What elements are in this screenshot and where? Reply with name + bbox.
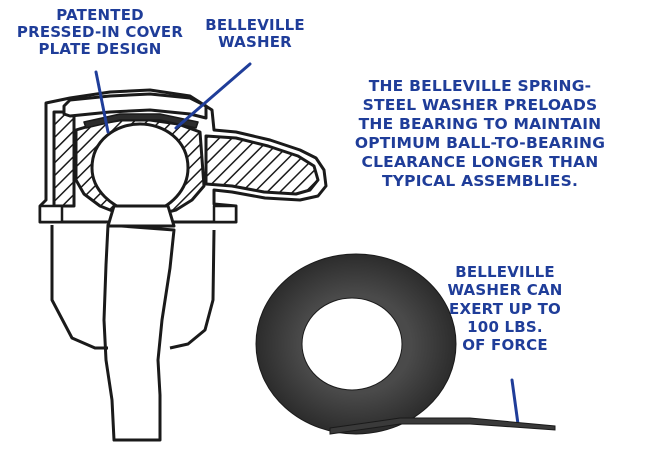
cover-plate-label-line-1: PATENTED xyxy=(56,6,144,24)
force-description-line-5: OF FORCE xyxy=(462,336,548,355)
housing-lower-flange xyxy=(50,225,216,350)
force-description-line-1: BELLEVILLE xyxy=(455,263,555,281)
belleville-washer-label-line-1: BELLEVILLE xyxy=(205,16,305,34)
washer-face-ring xyxy=(255,253,457,435)
preload-description: THE BELLEVILLE SPRING- STEEL WASHER PREL… xyxy=(330,77,630,190)
preload-description-line-4: OPTIMUM BALL-TO-BEARING xyxy=(354,133,606,152)
stud-neck xyxy=(106,204,176,228)
washer-cross-section xyxy=(83,113,199,129)
belleville-washer-leader xyxy=(174,62,252,130)
force-description: BELLEVILLE WASHER CAN EXERT UP TO 100 LB… xyxy=(435,263,575,354)
housing-left-wall-section xyxy=(52,110,76,208)
cover-plate-label-line-2: PRESSED-IN COVER xyxy=(16,22,184,41)
retaining-ring xyxy=(38,204,238,224)
preload-description-line-2: STEEL WASHER PRELOADS xyxy=(362,95,598,114)
preload-description-line-5: CLEARANCE LONGER THAN xyxy=(361,152,599,171)
force-description-line-4: 100 LBS. xyxy=(467,317,543,336)
washer-edge-view xyxy=(329,417,556,435)
cover-plate xyxy=(62,92,208,120)
cover-plate-leader xyxy=(94,70,110,134)
preload-description-line-3: THE BEARING TO MAINTAIN xyxy=(358,114,602,133)
housing-arm-section xyxy=(204,134,320,196)
force-note-leader xyxy=(510,378,520,426)
cover-plate-label-line-3: PLATE DESIGN xyxy=(38,39,162,58)
belleville-washer-label-line-2: WASHER xyxy=(218,32,292,51)
cover-plate-label: PATENTED PRESSED-IN COVER PLATE DESIGN xyxy=(10,7,190,58)
force-description-line-2: WASHER CAN xyxy=(447,281,563,300)
preload-description-line-1: THE BELLEVILLE SPRING- xyxy=(368,77,592,95)
force-description-line-3: EXERT UP TO xyxy=(449,299,561,318)
ball-head xyxy=(90,122,190,214)
ball-joint-assembly-drawing xyxy=(38,88,328,442)
belleville-washer-label: BELLEVILLE WASHER xyxy=(200,17,310,51)
preload-description-line-6: TYPICAL ASSEMBLIES. xyxy=(381,171,579,190)
washer-face-view xyxy=(255,253,457,435)
stud-shank xyxy=(102,223,176,442)
leader-lines xyxy=(94,62,520,426)
washer-edge-body xyxy=(329,417,556,435)
